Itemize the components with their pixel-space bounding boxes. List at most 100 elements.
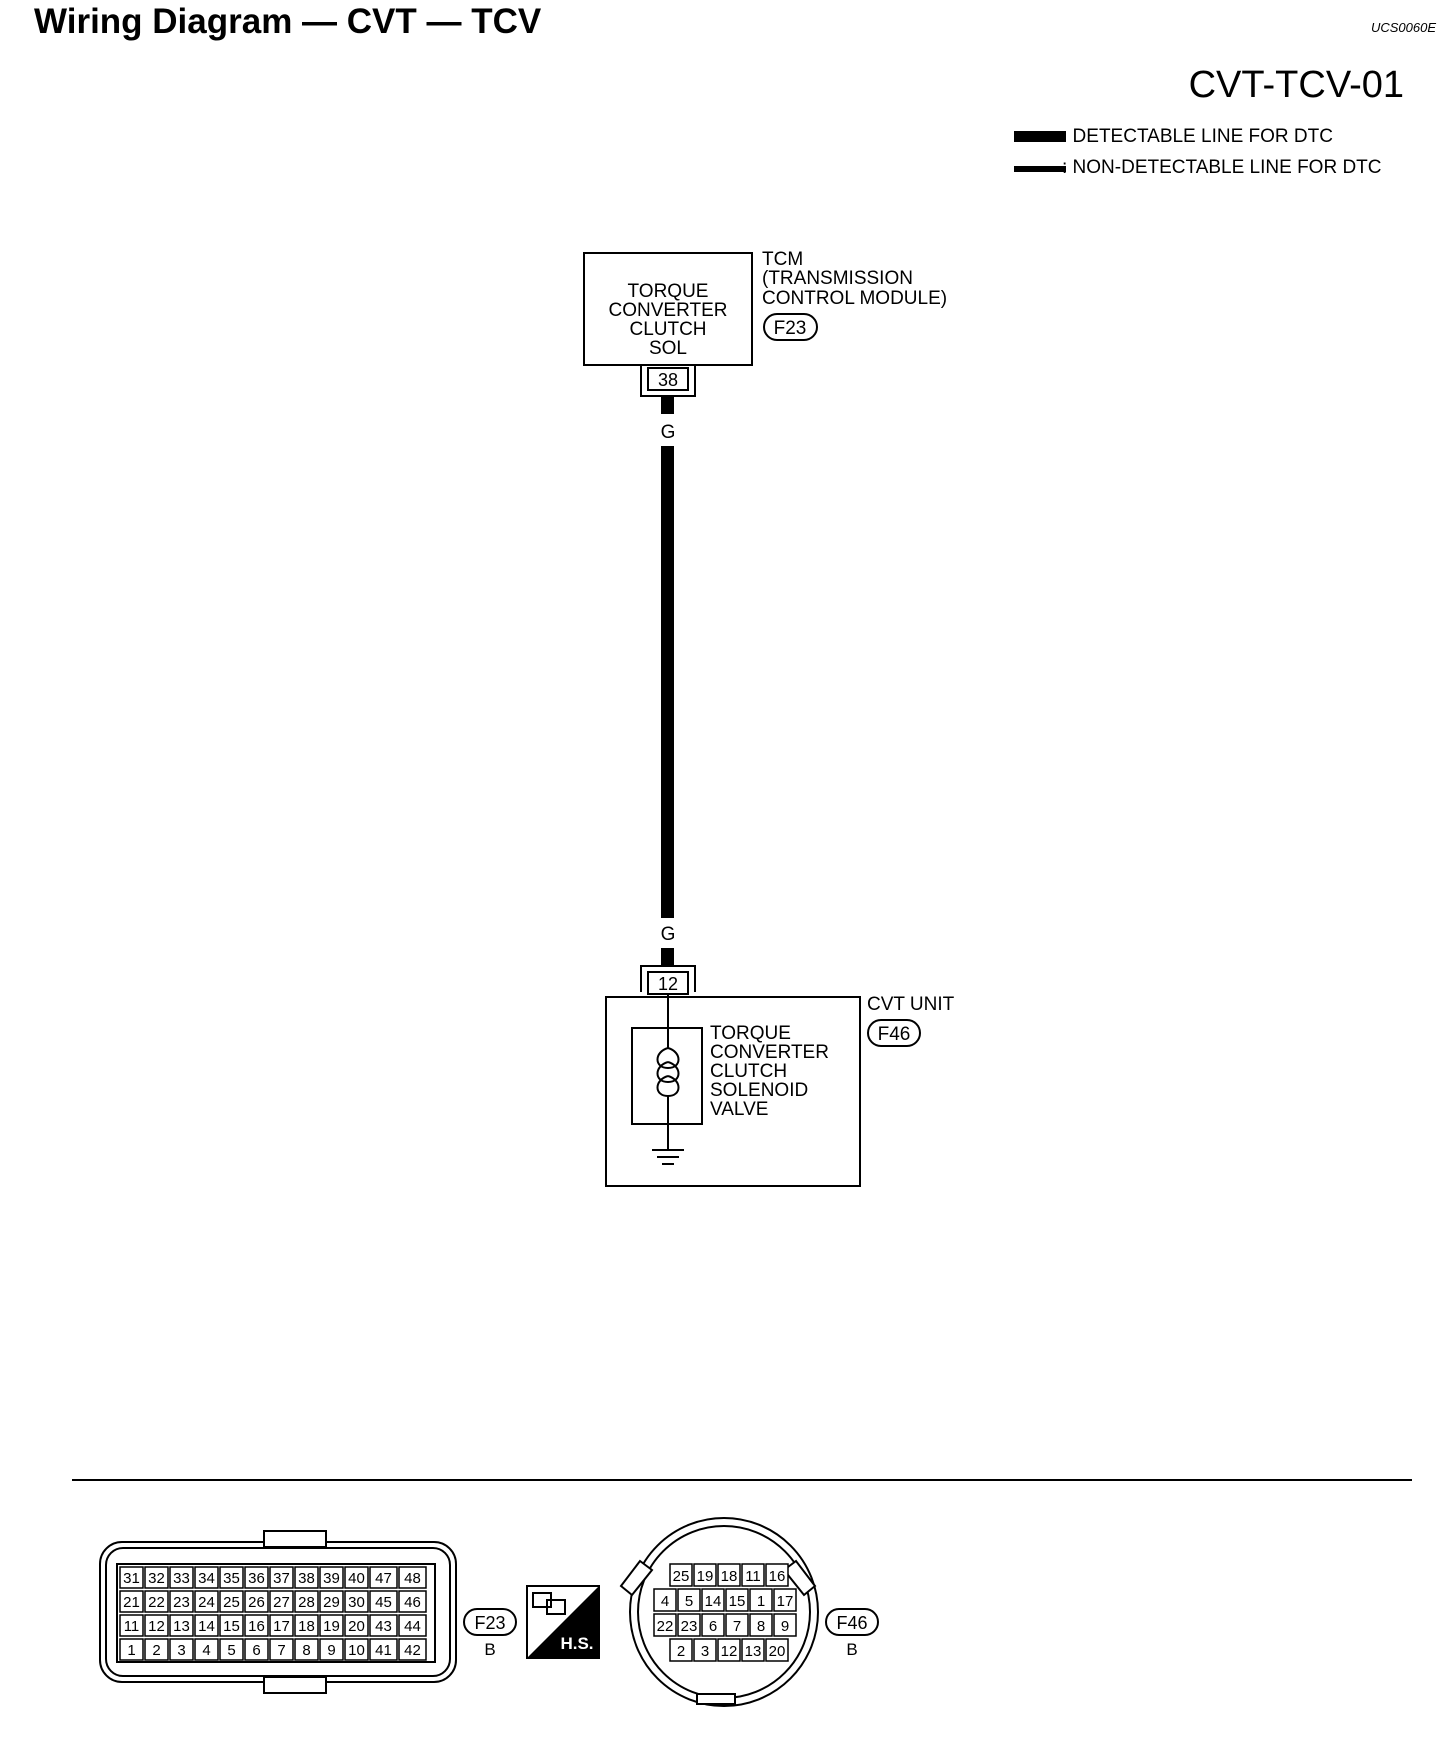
wire-segment-main [661, 446, 674, 918]
svg-text:20: 20 [769, 1643, 786, 1660]
tcm-label-line-3: CONTROL MODULE) [762, 288, 947, 309]
svg-text:7: 7 [733, 1618, 741, 1635]
f23-pin-5: 5 [219, 1638, 244, 1661]
f23-pin-36: 36 [244, 1566, 269, 1589]
svg-text:13: 13 [745, 1643, 762, 1660]
f46-pin-17: 17 [773, 1588, 797, 1612]
svg-text:4: 4 [661, 1593, 669, 1610]
svg-text:37: 37 [273, 1570, 290, 1587]
cvt-terminal-12: 12 [640, 965, 696, 995]
f46-pin-25: 25 [669, 1563, 693, 1587]
svg-text:34: 34 [198, 1570, 215, 1587]
tcm-label-line-1: TCM [762, 249, 803, 270]
svg-text:5: 5 [227, 1642, 235, 1659]
svg-text:F46: F46 [836, 1613, 867, 1633]
svg-text:6: 6 [252, 1642, 260, 1659]
f23-pin-7: 7 [269, 1638, 294, 1661]
svg-text:18: 18 [298, 1618, 315, 1635]
svg-text:13: 13 [173, 1618, 190, 1635]
svg-text:16: 16 [769, 1568, 786, 1585]
solenoid-label-line-1: TORQUE [710, 1023, 791, 1044]
f23-pin-15: 15 [219, 1614, 244, 1637]
f23-pin-3: 3 [169, 1638, 194, 1661]
svg-text:1: 1 [127, 1642, 135, 1659]
f23-pin-18: 18 [294, 1614, 319, 1637]
svg-text:12: 12 [148, 1618, 165, 1635]
legend-detectable-line [1014, 131, 1066, 142]
wire-segment-top [661, 396, 674, 414]
f46-pin-16: 16 [765, 1563, 789, 1587]
svg-text:6: 6 [709, 1618, 717, 1635]
svg-text:F23: F23 [774, 318, 807, 339]
svg-text:F46: F46 [878, 1024, 911, 1045]
f23-pin-4: 4 [194, 1638, 219, 1661]
svg-text:36: 36 [248, 1570, 265, 1587]
f23-pin-26: 26 [244, 1590, 269, 1613]
f23-pin-8: 8 [294, 1638, 319, 1661]
f23-pin-31: 31 [119, 1566, 144, 1589]
svg-text:22: 22 [657, 1618, 674, 1635]
f23-pin-2: 2 [144, 1638, 169, 1661]
f23-pin-16: 16 [244, 1614, 269, 1637]
f23-pin-38: 38 [294, 1566, 319, 1589]
svg-text:F23: F23 [474, 1613, 505, 1633]
svg-text:3: 3 [177, 1642, 185, 1659]
f23-pin-20: 20 [344, 1614, 369, 1637]
svg-text:15: 15 [223, 1618, 240, 1635]
svg-text:48: 48 [404, 1570, 421, 1587]
f23-pin-47: 47 [369, 1566, 398, 1589]
f46-pin-2: 2 [669, 1638, 693, 1662]
f23-pin-35: 35 [219, 1566, 244, 1589]
f23-pin-30: 30 [344, 1590, 369, 1613]
f46-pin-5: 5 [677, 1588, 701, 1612]
svg-text:23: 23 [173, 1594, 190, 1611]
svg-text:17: 17 [777, 1593, 794, 1610]
svg-text:44: 44 [404, 1618, 421, 1635]
page-title: Wiring Diagram — CVT — TCV [34, 2, 542, 41]
svg-text:40: 40 [348, 1570, 365, 1587]
svg-text:45: 45 [375, 1594, 392, 1611]
f46-pin-6: 6 [701, 1613, 725, 1637]
f23-pin-32: 32 [144, 1566, 169, 1589]
f23-pin-33: 33 [169, 1566, 194, 1589]
svg-text:8: 8 [302, 1642, 310, 1659]
svg-text:24: 24 [198, 1594, 215, 1611]
f23-pin-9: 9 [319, 1638, 344, 1661]
f23-pin-28: 28 [294, 1590, 319, 1613]
f46-pin-3: 3 [693, 1638, 717, 1662]
tcm-box-line-3: CLUTCH [629, 319, 706, 340]
f23-pin-17: 17 [269, 1614, 294, 1637]
solenoid-label-line-4: SOLENOID [710, 1080, 808, 1101]
svg-text:27: 27 [273, 1594, 290, 1611]
f46-pin-20: 20 [765, 1638, 789, 1662]
f46-pin-18: 18 [717, 1563, 741, 1587]
solenoid-label-line-5: VALVE [710, 1099, 768, 1120]
svg-text:25: 25 [673, 1568, 690, 1585]
f23-pin-23: 23 [169, 1590, 194, 1613]
cvt-unit-box [605, 996, 861, 1187]
svg-text:46: 46 [404, 1594, 421, 1611]
f23-pin-27: 27 [269, 1590, 294, 1613]
svg-text:9: 9 [327, 1642, 335, 1659]
solenoid-label-line-2: CONVERTER [710, 1042, 829, 1063]
f23-pin-29: 29 [319, 1590, 344, 1613]
svg-text:1: 1 [757, 1593, 765, 1610]
svg-text:21: 21 [123, 1594, 140, 1611]
f23-pin-37: 37 [269, 1566, 294, 1589]
f46-pin-19: 19 [693, 1563, 717, 1587]
f23-pin-12: 12 [144, 1614, 169, 1637]
f23-pin-44: 44 [398, 1614, 427, 1637]
ground-icon [652, 1149, 684, 1165]
f46-pin-4: 4 [653, 1588, 677, 1612]
f23-pin-25: 25 [219, 1590, 244, 1613]
f23-pin-40: 40 [344, 1566, 369, 1589]
f46-pin-23: 23 [677, 1613, 701, 1637]
svg-text:22: 22 [148, 1594, 165, 1611]
document-code: UCS0060E [1370, 20, 1436, 35]
svg-text:2: 2 [677, 1643, 685, 1660]
wire-color-top: G [661, 422, 676, 443]
f23-pin-22: 22 [144, 1590, 169, 1613]
f23-pin-48: 48 [398, 1566, 427, 1589]
svg-text:3: 3 [701, 1643, 709, 1660]
